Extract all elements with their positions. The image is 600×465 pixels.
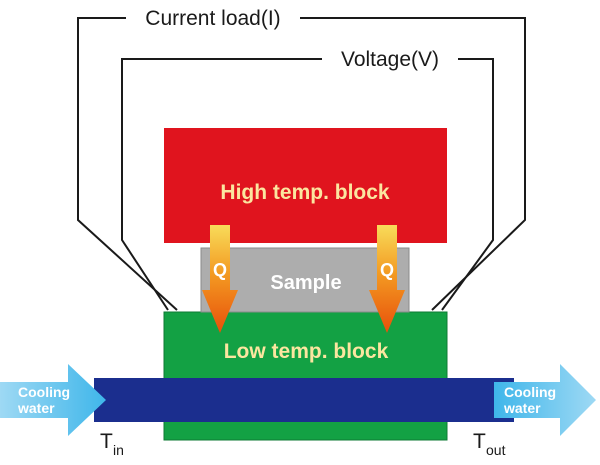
voltage-label: Voltage(V) [341, 48, 439, 71]
cooling-pipe [94, 378, 514, 422]
heat-flow-left-label: Q [213, 260, 227, 280]
voltage-wire-left [121, 58, 322, 311]
current-wire-left [77, 17, 178, 311]
t-in-label: T [100, 430, 113, 453]
heat-flow-right-down-arrow-icon [369, 225, 405, 333]
high-temp-block-label: High temp. block [220, 181, 390, 204]
low-temp-block-label: Low temp. block [224, 340, 389, 363]
cooling-out-label-line2: water [503, 400, 541, 416]
current-wire-right [300, 17, 526, 311]
t-out-label: T [473, 430, 486, 453]
cooling-water-out-right-arrow-icon [494, 364, 596, 436]
t-out-subscript: out [486, 442, 506, 458]
cooling-in-label-line2: water [17, 400, 55, 416]
heat-flow-left-down-arrow-icon [202, 225, 238, 333]
cooling-out-label-line1: Cooling [504, 384, 556, 400]
cooling-water-in-right-arrow-icon [0, 364, 106, 436]
voltage-wire-right [441, 58, 494, 311]
high-temp-block [164, 128, 447, 243]
current-load-label: Current load(I) [145, 7, 280, 30]
sample-label: Sample [270, 272, 341, 294]
t-in-subscript: in [113, 442, 124, 458]
heat-flow-right-label: Q [380, 260, 394, 280]
cooling-in-label-line1: Cooling [18, 384, 70, 400]
